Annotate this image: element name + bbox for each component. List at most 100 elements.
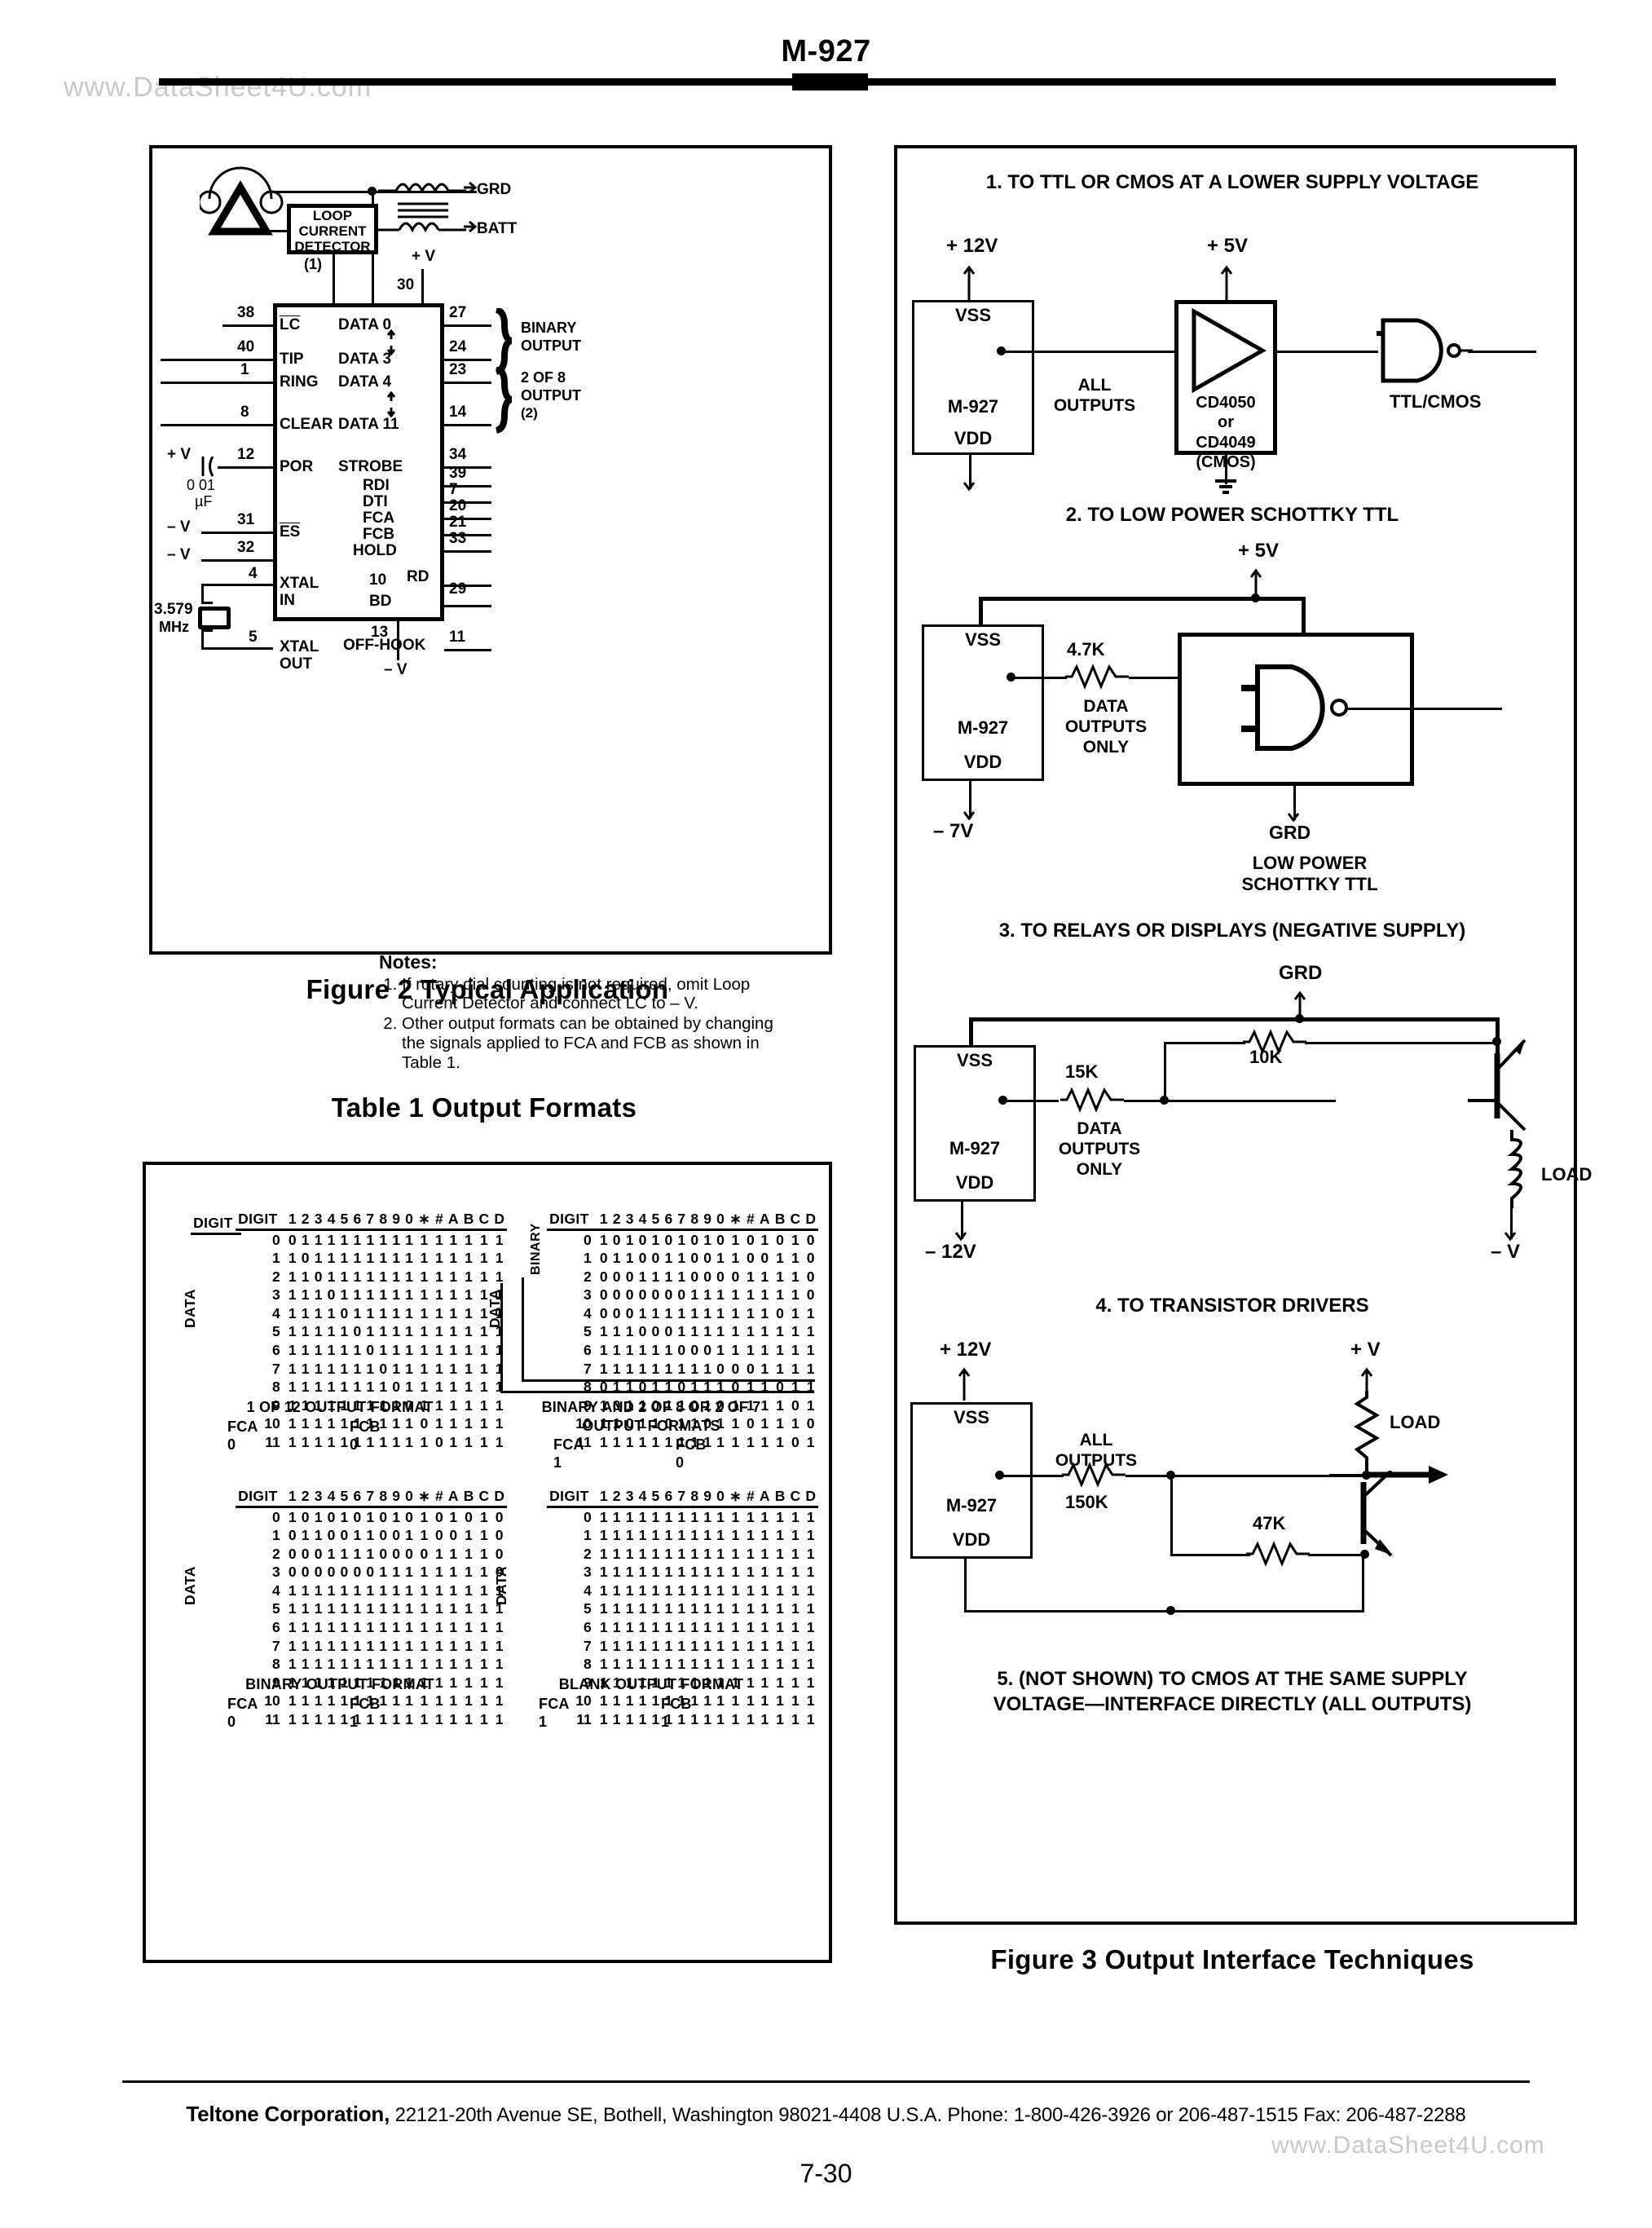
cell-value: 1 (703, 1618, 711, 1635)
cell-value: 1 (405, 1674, 413, 1691)
cell-value: 1 (495, 1341, 504, 1358)
cell-value: 1 (806, 1618, 815, 1635)
cell-value: 1 (776, 1323, 784, 1340)
cell-value: 1 (449, 1508, 458, 1525)
cell-value: 1 (760, 1341, 769, 1358)
cell-value: 1 (420, 1286, 429, 1304)
section3-supply-bottom: – 12V (925, 1241, 976, 1263)
cell-value: 1 (301, 1656, 310, 1673)
transformer-icon (378, 183, 466, 233)
cell-value: 1 (664, 1637, 673, 1654)
cell-value: 1 (434, 1564, 443, 1581)
cell-value: 1 (760, 1415, 769, 1432)
cell-value: 1 (599, 1656, 608, 1673)
section3-base-resistor: 10K (1249, 1047, 1283, 1067)
cell-value: 0 (791, 1433, 800, 1450)
cell-value: 1 (791, 1304, 800, 1321)
cell-value: 1 (392, 1286, 400, 1304)
cell-value: 1 (791, 1564, 800, 1581)
cell-value: 1 (677, 1323, 686, 1340)
cell-value: 1 (495, 1637, 504, 1654)
cell-value: 1 (327, 1341, 336, 1358)
cell-value: 1 (625, 1250, 634, 1267)
cell-value: 1 (651, 1637, 660, 1654)
cell-value: 1 (405, 1637, 413, 1654)
cell-value: 1 (495, 1396, 504, 1414)
cell-value: 1 (599, 1323, 608, 1340)
cell-value: 1 (449, 1600, 458, 1617)
cell-value: 1 (405, 1564, 413, 1581)
pin-num-33: 33 (449, 530, 467, 547)
cell-value: 1 (625, 1618, 634, 1635)
page-number: 7-30 (800, 2159, 852, 2188)
cell-value: 1 (392, 1674, 400, 1691)
cell-value: 1 (434, 1692, 443, 1710)
cell-value: 1 (301, 1379, 310, 1396)
cell-value: 1 (301, 1618, 310, 1635)
cell-value: 1 (366, 1268, 375, 1285)
m927-ic-body (273, 303, 444, 621)
cell-value: 0 (638, 1250, 647, 1267)
two-of-seven-group-outline (522, 1277, 815, 1382)
column-header: D (491, 1210, 508, 1231)
cell-value: 1 (625, 1396, 634, 1414)
cell-value: 1 (288, 1600, 297, 1617)
cell-value: 1 (638, 1396, 647, 1414)
cell-value: 1 (301, 1360, 310, 1377)
cell-value: 1 (449, 1250, 458, 1267)
cell-value: 1 (731, 1582, 740, 1599)
row-label: 11 (265, 1710, 280, 1727)
cell-value: 1 (746, 1304, 755, 1321)
watermark-top: www.DataSheet4U.com (64, 72, 372, 103)
cell-value: 1 (776, 1268, 784, 1285)
column-header: 1 (285, 1210, 299, 1231)
column-header: C (476, 1487, 492, 1508)
cell-value: 1 (776, 1360, 784, 1377)
column-header: 2 (610, 1210, 623, 1231)
cell-value: 1 (716, 1508, 725, 1525)
section2-m927-box (922, 624, 1044, 781)
cell-value: 1 (340, 1637, 349, 1654)
cell-value: 1 (479, 1304, 488, 1321)
cell-value: 1 (638, 1618, 647, 1635)
column-header: C (787, 1210, 804, 1231)
pin-label-data3: DATA 3 (338, 351, 392, 368)
cell-value: 1 (776, 1674, 784, 1691)
cell-value: 1 (366, 1379, 375, 1396)
section2-ground: GRD (1269, 822, 1311, 843)
cell-value: 1 (449, 1323, 458, 1340)
row-label: 7 (272, 1360, 280, 1377)
cell-value: 1 (746, 1564, 755, 1581)
cell-value: 1 (379, 1692, 388, 1710)
cell-value: 1 (746, 1545, 755, 1562)
pin-num-8: 8 (240, 404, 249, 421)
cell-value: 0 (638, 1379, 647, 1396)
cell-value: 1 (495, 1360, 504, 1377)
section2-vdd-arrow (963, 811, 976, 821)
row-label: 8 (272, 1379, 280, 1396)
column-header: A (756, 1487, 773, 1508)
cell-value: 1 (379, 1268, 388, 1285)
format-fcb-label-3: FCB (661, 1696, 692, 1712)
section1-path-label: ALL OUTPUTS (1053, 376, 1136, 416)
cell-value: 0 (651, 1250, 660, 1267)
cell-value: 0 (599, 1304, 608, 1321)
cell-value: 1 (791, 1637, 800, 1654)
cell-value: 1 (625, 1545, 634, 1562)
cell-value: 1 (806, 1508, 815, 1525)
figure2-panel: LOOP CURRENT DETECTOR (1) GRD BATT (149, 145, 832, 1072)
figure3-panel: 1. TO TTL OR CMOS AT A LOWER SUPPLY VOLT… (894, 145, 1592, 1925)
cell-value: 1 (776, 1508, 784, 1525)
notes-heading: Notes: (379, 951, 438, 973)
pin-label-por: POR (280, 458, 314, 475)
cell-value: 1 (465, 1637, 473, 1654)
